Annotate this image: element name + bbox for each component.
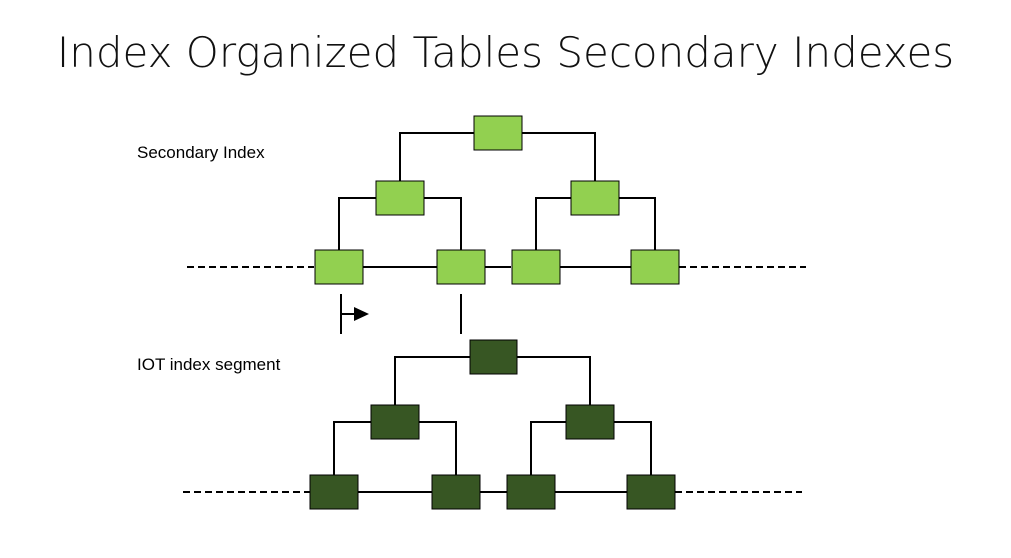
- iot-leaf-node: [309, 474, 359, 510]
- iot-root-node: [469, 339, 518, 375]
- iot-leaf-node: [626, 474, 676, 510]
- secondary-leaf-node: [630, 249, 680, 285]
- tree-edge: [424, 197, 462, 250]
- tree-edge: [333, 421, 371, 475]
- tree-edge: [394, 356, 470, 405]
- tree-edge: [419, 421, 457, 475]
- tree-edge: [338, 197, 376, 250]
- tree-edge: [517, 356, 591, 405]
- secondary-leaf-node: [314, 249, 364, 285]
- secondary-branch-node-left: [375, 180, 425, 216]
- iot-leaf-node: [431, 474, 481, 510]
- secondary-leaf-node: [436, 249, 486, 285]
- secondary-leaf-node: [511, 249, 561, 285]
- tree-connectors: [340, 294, 462, 334]
- iot-branch-node-left: [370, 404, 420, 440]
- tree-edge: [614, 421, 652, 475]
- iot-leaf-node: [506, 474, 556, 510]
- secondary-index-tree: [187, 115, 806, 285]
- connector-arrowhead: [354, 307, 369, 321]
- tree-edge: [530, 421, 566, 475]
- iot-index-segment-tree: [183, 339, 802, 510]
- slide-title: Index Organized Tables Secondary Indexes: [56, 28, 955, 77]
- iot-branch-node-right: [565, 404, 615, 440]
- secondary-root-node: [473, 115, 523, 151]
- secondary-branch-node-right: [570, 180, 620, 216]
- tree-edge: [522, 132, 596, 181]
- tree-edge: [399, 132, 474, 181]
- iot-index-segment-label: IOT index segment: [137, 355, 281, 374]
- tree-edge: [619, 197, 656, 250]
- tree-edge: [535, 197, 571, 250]
- secondary-index-label: Secondary Index: [137, 143, 265, 162]
